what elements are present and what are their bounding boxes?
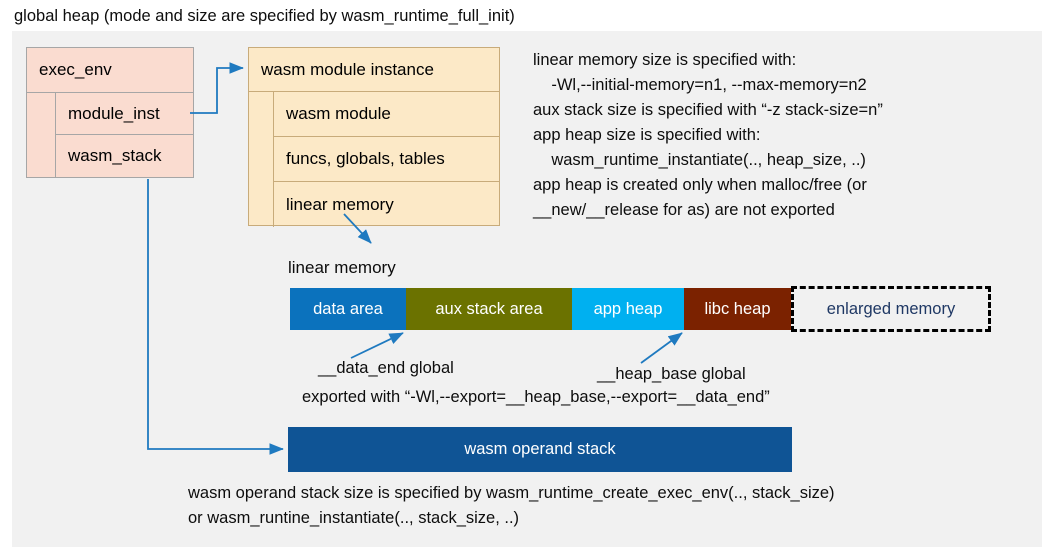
diagram-title: global heap (mode and size are specified…: [14, 7, 515, 25]
module-instance-row-wasm-module: wasm module: [273, 92, 499, 137]
wasm-operand-stack-bar: wasm operand stack: [288, 427, 792, 472]
memory-segment-libc-heap: libc heap: [684, 288, 791, 330]
linear-memory-label: linear memory: [288, 258, 396, 277]
memory-config-notes: linear memory size is specified with: -W…: [533, 51, 883, 219]
memory-segment-aux-stack-area: aux stack area: [406, 288, 572, 330]
operand-stack-note: wasm operand stack size is specified by …: [188, 484, 835, 527]
memory-segment-app-heap: app heap: [572, 288, 684, 330]
wasm-module-instance-box: wasm module instance wasm module funcs, …: [248, 47, 500, 227]
exec-env-row-module-inst: module_inst: [55, 93, 193, 135]
exec-env-header: exec_env: [27, 48, 193, 93]
annotation-data-end: __data_end global: [318, 359, 454, 377]
module-instance-row-linear-memory: linear memory: [273, 182, 499, 227]
module-instance-row-funcs-globals-tables: funcs, globals, tables: [273, 137, 499, 182]
annotation-heap-base: __heap_base global: [597, 365, 746, 383]
annotation-export-note: exported with “-Wl,--export=__heap_base,…: [302, 388, 770, 406]
exec-env-row-wasm-stack: wasm_stack: [55, 135, 193, 177]
module-instance-header: wasm module instance: [249, 48, 499, 92]
memory-segment-data-area: data area: [290, 288, 406, 330]
memory-segment-enlarged-memory: enlarged memory: [791, 286, 991, 332]
exec-env-box: exec_env module_inst wasm_stack: [26, 47, 194, 178]
